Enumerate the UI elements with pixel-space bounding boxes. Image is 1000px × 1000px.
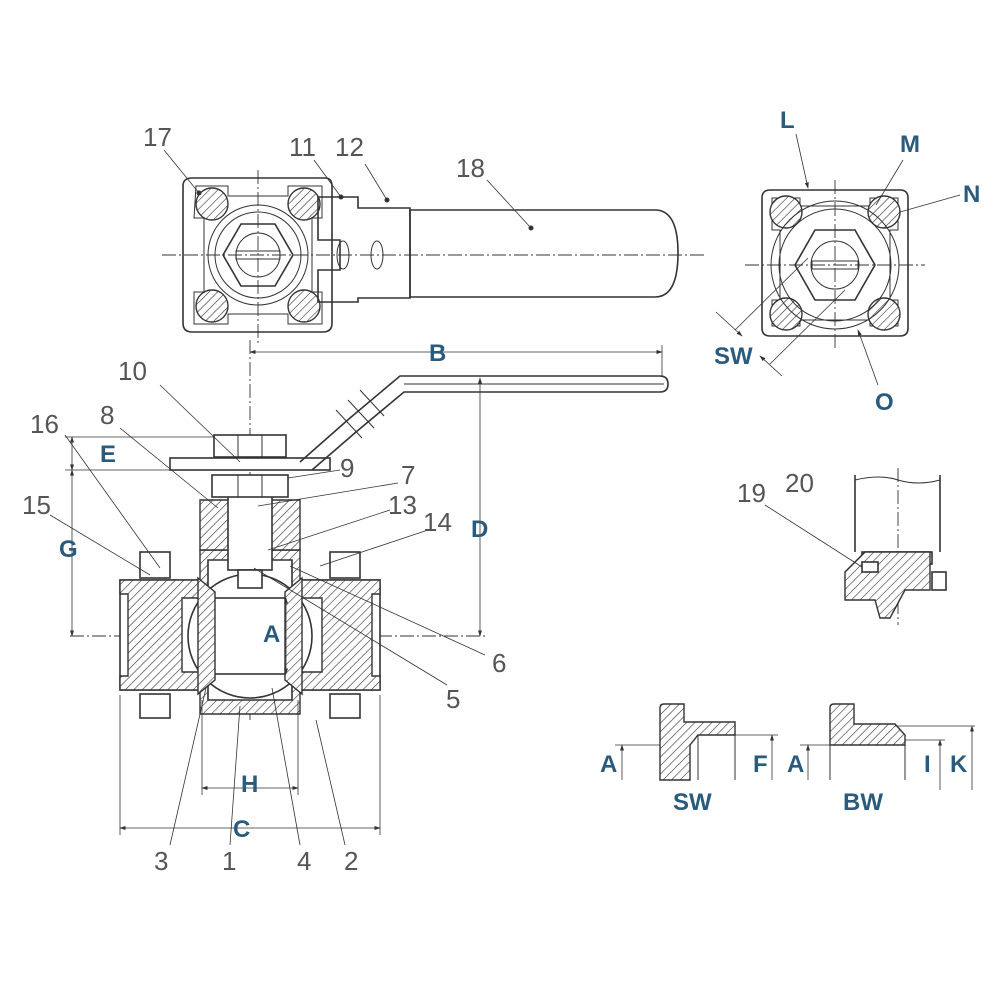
detail-view: 19 20 bbox=[737, 468, 947, 625]
part-label-16: 16 bbox=[30, 409, 59, 439]
part-label-11: 11 bbox=[289, 132, 316, 162]
dim-label-C: C bbox=[233, 816, 250, 843]
sw-dim-label-F: F bbox=[753, 751, 768, 778]
dim-label-N: N bbox=[963, 181, 980, 208]
dim-label-H: H bbox=[241, 771, 258, 798]
dim-label-B: B bbox=[429, 340, 446, 367]
part-label-18: 18 bbox=[456, 153, 485, 183]
sw-dim-label-A: A bbox=[600, 751, 617, 778]
part-label-12: 12 bbox=[335, 132, 364, 162]
dim-label-M: M bbox=[900, 131, 920, 158]
part-label-9: 9 bbox=[340, 453, 354, 483]
bw-end-view: A I K BW bbox=[787, 703, 975, 816]
part-label-14: 14 bbox=[423, 507, 452, 537]
dim-label-D: D bbox=[471, 516, 488, 543]
dim-label-E: E bbox=[100, 441, 116, 468]
part-label-17: 17 bbox=[143, 122, 172, 152]
part-label-4: 4 bbox=[297, 846, 311, 876]
end-view: L M N SW O bbox=[714, 107, 980, 416]
dim-label-G: G bbox=[59, 536, 78, 563]
part-label-13: 13 bbox=[388, 490, 417, 520]
bw-label: BW bbox=[843, 789, 883, 816]
sw-end-view: A F SW bbox=[600, 703, 778, 816]
bw-dim-label-A: A bbox=[787, 751, 804, 778]
part-label-1: 1 bbox=[222, 846, 236, 876]
part-label-6: 6 bbox=[492, 648, 506, 678]
part-label-7: 7 bbox=[401, 460, 415, 490]
top-view: 17 11 12 18 bbox=[143, 122, 705, 345]
dim-label-O: O bbox=[875, 389, 894, 416]
bw-dim-label-K: K bbox=[950, 751, 968, 778]
part-label-15: 15 bbox=[22, 490, 51, 520]
dim-label-A: A bbox=[263, 621, 280, 648]
part-label-3: 3 bbox=[154, 846, 168, 876]
part-label-2: 2 bbox=[344, 846, 358, 876]
part-label-20: 20 bbox=[785, 468, 814, 498]
section-view: B E D G A H C 10 8 16 9 7 15 13 14 6 5 3… bbox=[22, 340, 669, 876]
dim-label-L: L bbox=[780, 107, 795, 134]
bw-dim-label-I: I bbox=[924, 751, 931, 778]
dim-label-SW: SW bbox=[714, 343, 753, 370]
part-label-10: 10 bbox=[118, 356, 147, 386]
part-label-19: 19 bbox=[737, 478, 766, 508]
part-label-5: 5 bbox=[446, 684, 460, 714]
sw-label: SW bbox=[673, 789, 712, 816]
part-label-8: 8 bbox=[100, 400, 114, 430]
